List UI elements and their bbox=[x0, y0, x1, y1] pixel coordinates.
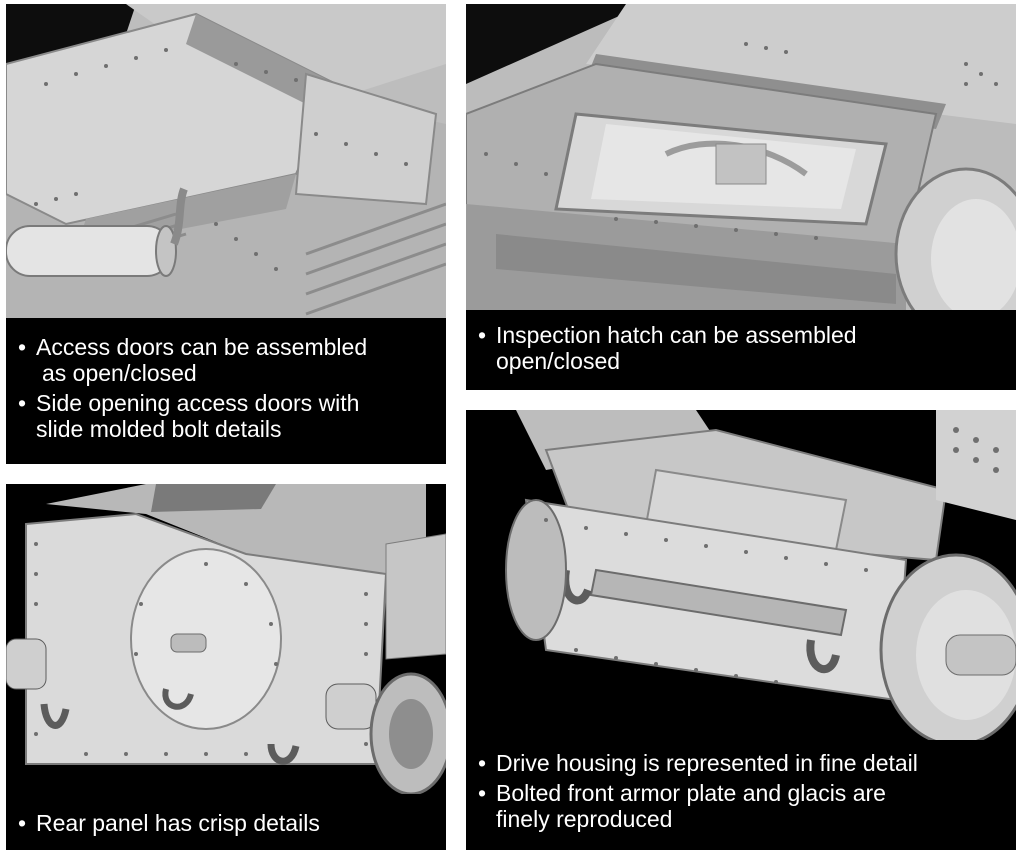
caption-bullet: Access doors can be assembled as open/cl… bbox=[14, 334, 444, 386]
caption-bullet: Rear panel has crisp details bbox=[14, 810, 444, 836]
caption-access-doors: Access doors can be assembled as open/cl… bbox=[14, 334, 444, 442]
panel-inspection-hatch: Inspection hatch can be assembled open/c… bbox=[466, 4, 1016, 390]
panel-drive-housing: Drive housing is represented in fine det… bbox=[466, 410, 1016, 850]
caption-line: Side opening access doors with bbox=[36, 390, 360, 416]
caption-inspection-hatch: Inspection hatch can be assembled open/c… bbox=[474, 322, 1014, 374]
caption-bullet: Side opening access doors with slide mol… bbox=[14, 390, 444, 442]
caption-line: open/closed bbox=[496, 348, 621, 374]
render-inspection-hatch bbox=[466, 4, 1016, 310]
caption-line: Bolted front armor plate and glacis are bbox=[496, 780, 886, 806]
panel-rear-panel: Rear panel has crisp details bbox=[6, 484, 446, 850]
caption-line: as open/closed bbox=[42, 360, 197, 386]
caption-line: Drive housing is represented in fine det… bbox=[496, 750, 918, 776]
caption-line: Rear panel has crisp details bbox=[36, 810, 320, 836]
caption-line: finely reproduced bbox=[496, 806, 673, 832]
caption-bullet: Bolted front armor plate and glacis are … bbox=[474, 780, 1014, 832]
render-drive-housing bbox=[466, 410, 1016, 740]
caption-rear-panel: Rear panel has crisp details bbox=[14, 810, 444, 836]
panel-access-doors: Access doors can be assembled as open/cl… bbox=[6, 4, 446, 464]
render-access-doors bbox=[6, 4, 446, 318]
caption-bullet: Inspection hatch can be assembled open/c… bbox=[474, 322, 1014, 374]
caption-line: Inspection hatch can be assembled bbox=[496, 322, 857, 348]
caption-drive-housing: Drive housing is represented in fine det… bbox=[474, 750, 1014, 832]
render-rear-panel bbox=[6, 484, 446, 794]
caption-line: Access doors can be assembled bbox=[36, 334, 368, 360]
caption-bullet: Drive housing is represented in fine det… bbox=[474, 750, 1014, 776]
caption-line: slide molded bolt details bbox=[36, 416, 282, 442]
